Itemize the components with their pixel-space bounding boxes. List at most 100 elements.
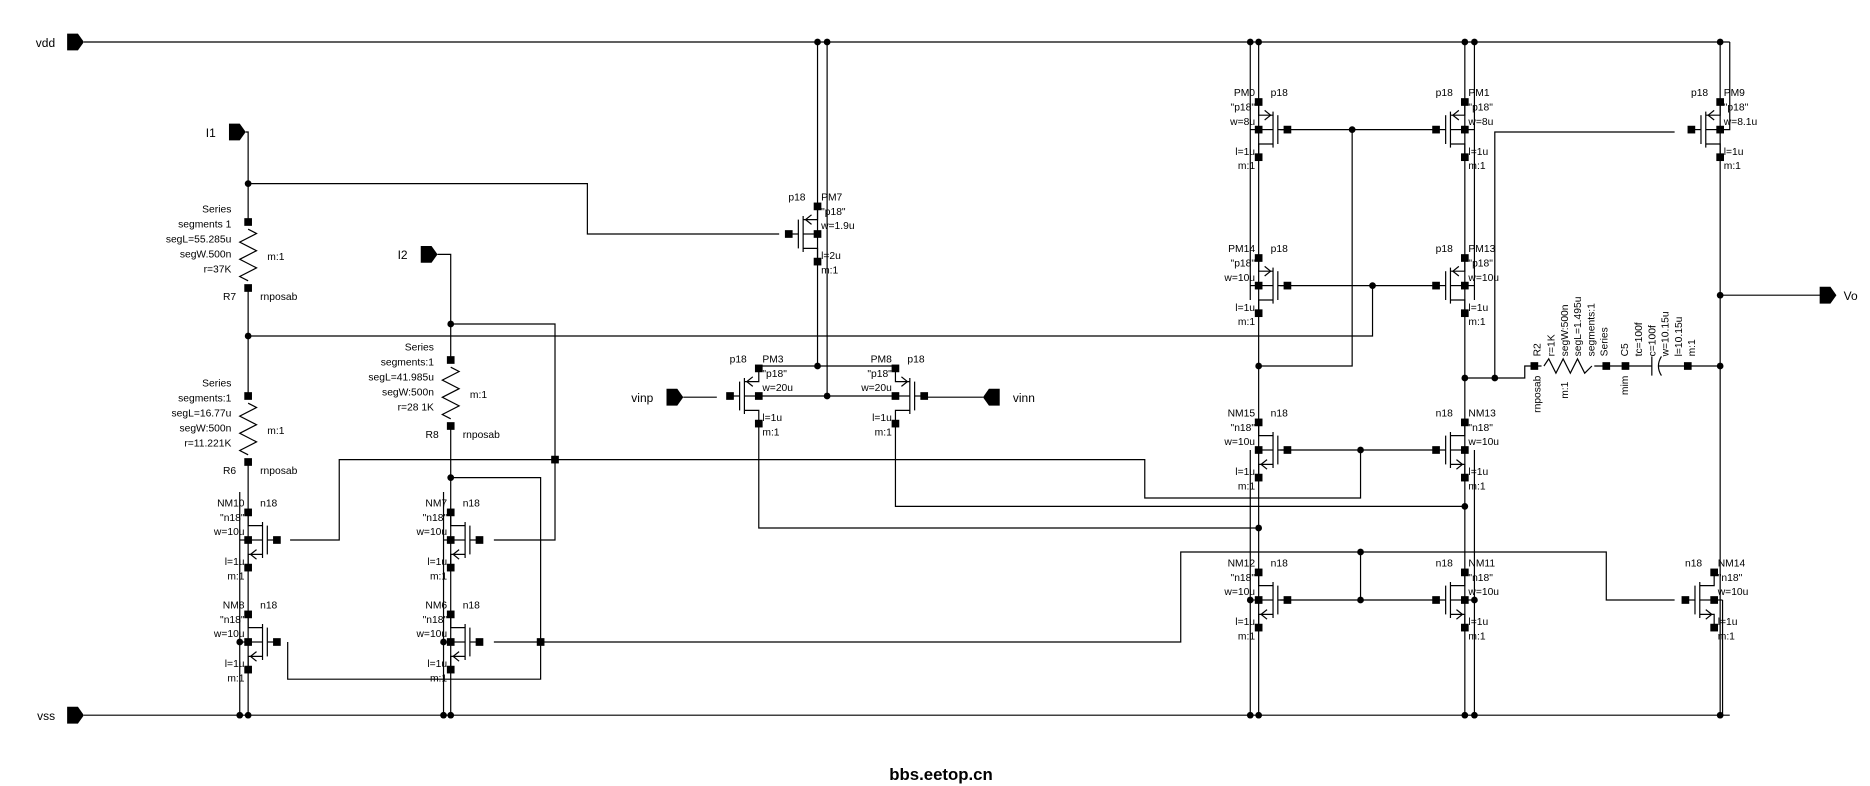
terminal-pin[interactable]	[244, 392, 252, 400]
gate-pin[interactable]	[784, 230, 793, 238]
terminal-pin[interactable]	[1460, 623, 1469, 632]
wire-crossing[interactable]	[536, 638, 545, 646]
terminal-pin[interactable]	[1254, 418, 1263, 427]
terminal-pin[interactable]	[1254, 309, 1263, 318]
gate-pin[interactable]	[1283, 596, 1292, 604]
gate-pin[interactable]	[273, 536, 281, 544]
terminal-pin[interactable]	[1460, 254, 1469, 262]
pin-vinp[interactable]: vinp	[631, 388, 684, 406]
terminal-pin[interactable]	[244, 536, 252, 544]
terminal-pin[interactable]	[1710, 596, 1719, 604]
terminal-pin[interactable]	[1254, 473, 1263, 482]
terminal-pin[interactable]	[1530, 362, 1539, 370]
terminal-pin[interactable]	[1254, 125, 1263, 134]
gate-pin[interactable]	[1681, 596, 1690, 604]
terminal-pin[interactable]	[1460, 568, 1469, 577]
terminal-pin[interactable]	[1460, 309, 1469, 318]
wire-crossing[interactable]	[551, 455, 559, 464]
gate-pin[interactable]	[475, 638, 484, 646]
gate-pin[interactable]	[726, 392, 734, 400]
terminal-pin[interactable]	[1460, 473, 1469, 482]
terminal-pin[interactable]	[244, 665, 252, 674]
terminal-pin[interactable]	[446, 356, 455, 364]
terminal-pin[interactable]	[1460, 418, 1469, 427]
terminal-pin[interactable]	[1621, 362, 1630, 370]
gate-pin[interactable]	[1432, 281, 1440, 290]
terminal-pin[interactable]	[1254, 568, 1263, 577]
gate-pin[interactable]	[1283, 281, 1292, 290]
terminal-pin[interactable]	[1460, 596, 1469, 604]
pin-vss[interactable]: vss	[37, 706, 84, 724]
terminal-pin[interactable]	[891, 419, 900, 428]
terminal-pin[interactable]	[244, 610, 252, 619]
terminal-pin[interactable]	[446, 638, 455, 646]
terminal-pin[interactable]	[1254, 98, 1263, 106]
terminal-pin[interactable]	[813, 230, 822, 238]
terminal-pin[interactable]	[891, 364, 900, 373]
terminal-pin[interactable]	[754, 419, 763, 428]
gate-pin[interactable]	[475, 536, 484, 544]
terminal-pin[interactable]	[891, 392, 900, 400]
terminal-pin[interactable]	[446, 422, 455, 430]
terminal-pin[interactable]	[1460, 125, 1469, 134]
terminal-pin[interactable]	[813, 202, 822, 211]
terminal-pin[interactable]	[446, 610, 455, 619]
resistor-r6[interactable]: Seriessegments:1segL=16.77usegW:500nr=11…	[172, 378, 298, 477]
terminal-pin[interactable]	[1716, 153, 1724, 162]
terminal-pin[interactable]	[244, 218, 252, 226]
terminal-pin[interactable]	[446, 536, 455, 544]
terminal-pin[interactable]	[1254, 623, 1263, 632]
terminal-pin[interactable]	[1254, 446, 1263, 454]
terminal-pin[interactable]	[1710, 568, 1719, 577]
terminal-pin[interactable]	[1683, 362, 1692, 370]
gate-pin[interactable]	[920, 392, 929, 400]
terminal-pin[interactable]	[1254, 596, 1263, 604]
gate-pin[interactable]	[1687, 125, 1696, 134]
gate-pin[interactable]	[1432, 596, 1440, 604]
gate-pin[interactable]	[1283, 446, 1292, 454]
terminal-pin[interactable]	[1460, 281, 1469, 290]
terminal-pin[interactable]	[813, 257, 822, 266]
terminal-pin[interactable]	[1254, 254, 1263, 262]
terminal-pin[interactable]	[244, 458, 252, 466]
terminal-pin[interactable]	[446, 508, 455, 517]
gate-pin[interactable]	[1432, 446, 1440, 454]
terminal-pin[interactable]	[244, 638, 252, 646]
terminal-pin[interactable]	[446, 665, 455, 674]
terminal-pin[interactable]	[1716, 98, 1724, 106]
terminal-pin[interactable]	[754, 364, 763, 373]
terminal-pin[interactable]	[1254, 153, 1263, 162]
terminal-pin[interactable]	[244, 284, 252, 292]
gate-pin[interactable]	[273, 638, 281, 646]
terminal-pin[interactable]	[1460, 98, 1469, 106]
pin-i1[interactable]: I1	[206, 123, 246, 141]
terminal-pin[interactable]	[446, 563, 455, 572]
terminal-pin[interactable]	[244, 563, 252, 572]
terminal-pin[interactable]	[1716, 125, 1724, 134]
pin-vo[interactable]: Vo	[1819, 286, 1858, 304]
pin-vdd[interactable]: vdd	[36, 33, 84, 51]
terminal-pin[interactable]	[754, 392, 763, 400]
terminal-pin[interactable]	[1710, 623, 1719, 632]
terminal-pin[interactable]	[1460, 153, 1469, 162]
pin-vinn[interactable]: vinn	[982, 388, 1035, 406]
terminal-pin[interactable]	[1460, 446, 1469, 454]
terminal-pin[interactable]	[244, 508, 252, 517]
